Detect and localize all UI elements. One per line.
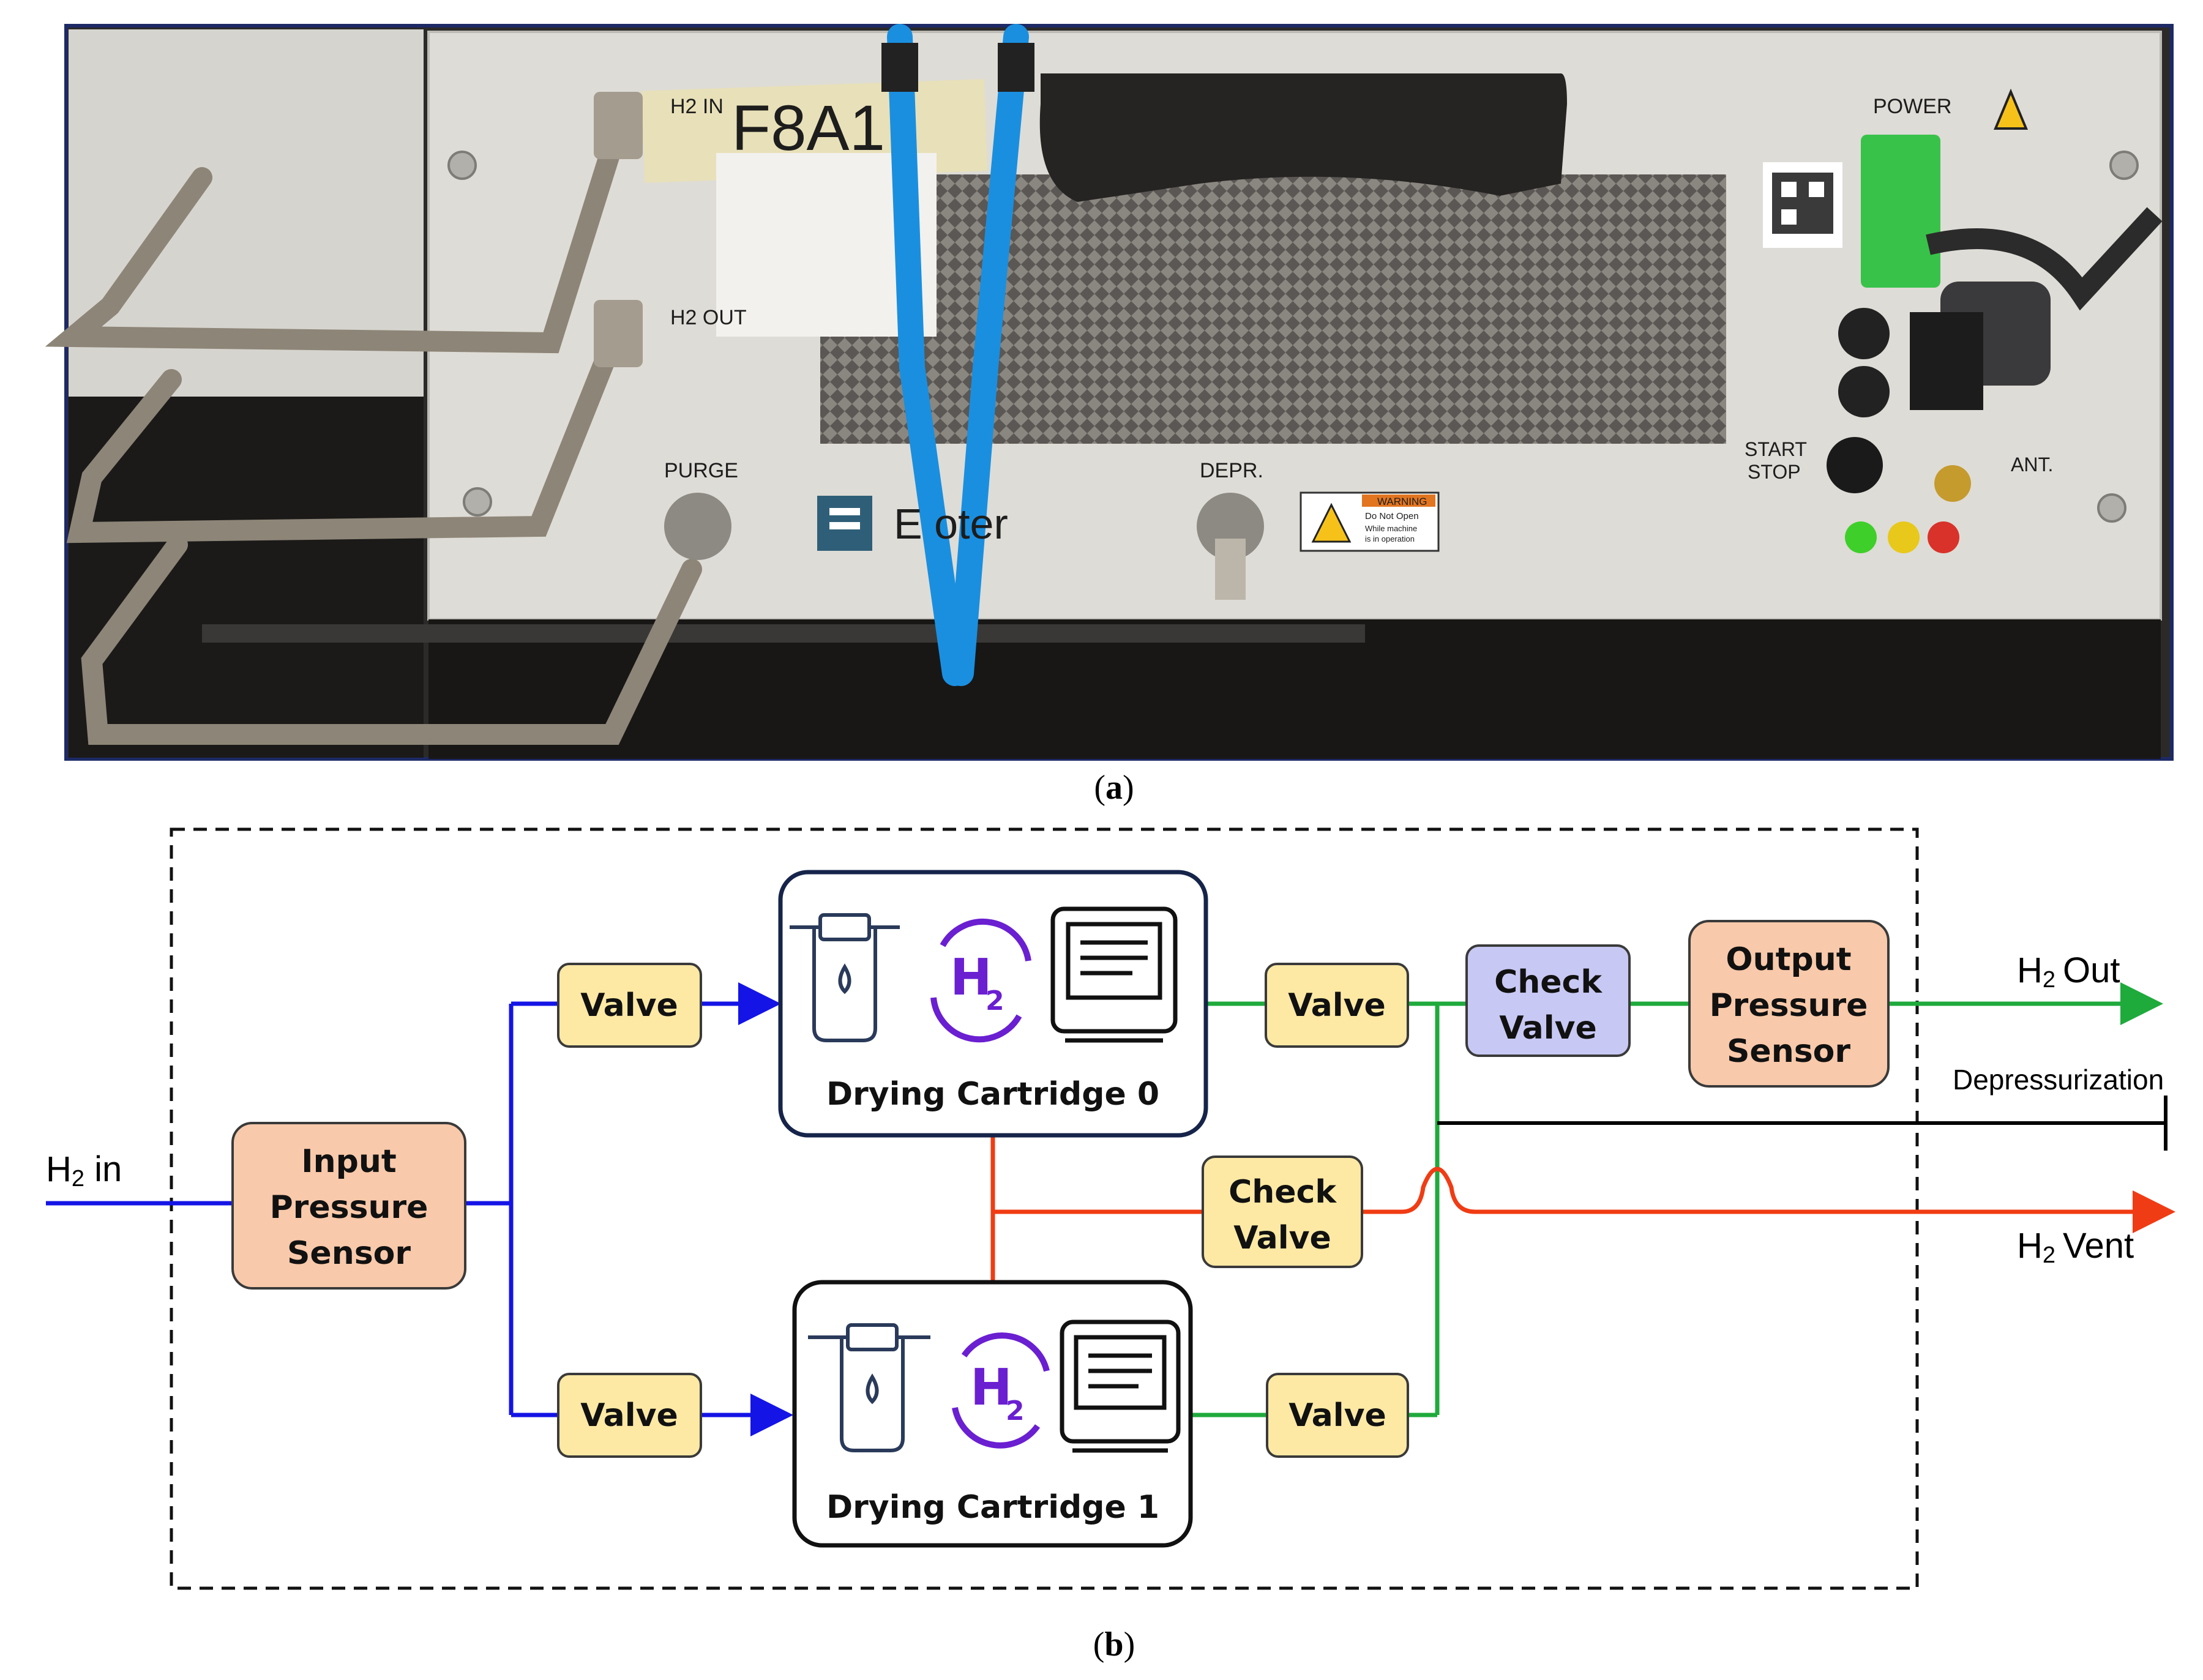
panel-handle: [1039, 73, 1567, 202]
start-label: START: [1745, 438, 1807, 460]
caption-b: (b): [1093, 1626, 1135, 1663]
svg-text:Check: Check: [1494, 964, 1603, 1001]
svg-text:Valve: Valve: [1288, 987, 1385, 1024]
valve-inlet-top: Valve: [557, 963, 702, 1048]
dryer-device-icon: [1050, 906, 1178, 1043]
screw: [463, 487, 492, 517]
purge-port: [664, 493, 731, 560]
h2-in-label: H2 in: [46, 1149, 122, 1192]
blue-tubing: [887, 24, 1029, 686]
power-connector: [1861, 135, 1940, 288]
drying-cartridge-0: H 2 Drying Cartridge 0: [778, 870, 1208, 1138]
ant-label: ANT.: [2011, 454, 2053, 476]
hazard-icon: [1994, 88, 2028, 130]
inlet-lines: [46, 982, 793, 1436]
svg-text:H: H: [970, 1359, 1012, 1417]
valve-inlet-bottom: Valve: [557, 1373, 702, 1458]
svg-text:is in operation: is in operation: [1365, 534, 1415, 543]
drying-cartridge-1: H 2 Drying Cartridge 1: [792, 1280, 1193, 1548]
power-switch: [1910, 312, 1983, 410]
tape-label: F8A1: [731, 92, 885, 164]
warning-sticker: WARNING Do Not Open While machine is in …: [1300, 491, 1440, 552]
svg-text:E oter: E oter: [894, 500, 1008, 548]
depressurization-label: Depressurization: [1953, 1064, 2164, 1096]
svg-text:Sensor: Sensor: [1727, 1033, 1850, 1070]
fuse-holder-1: [1838, 308, 1890, 359]
h2-out-label: H2 OUT: [670, 306, 747, 329]
svg-text:2: 2: [986, 985, 1004, 1017]
start-stop-button: [1827, 437, 1883, 493]
svg-text:Valve: Valve: [580, 1397, 678, 1434]
equipment-photo: F8A1 H2 IN H2 OUT PURGE DEPR. E oter WAR…: [45, 24, 2174, 761]
fuse-holder-2: [1838, 366, 1890, 417]
svg-text:Drying Cartridge 1: Drying Cartridge 1: [826, 1489, 1159, 1526]
svg-text:H2 in: H2 in: [46, 1149, 122, 1192]
brand-logo: E oter: [817, 496, 1008, 551]
antenna-connector: [1934, 465, 1971, 502]
depressurization-line: [1437, 1096, 2167, 1151]
vent-lines: [990, 1135, 2175, 1282]
input-pressure-sensor: Input Pressure Sensor: [231, 1122, 466, 1290]
outlet-lines: [1191, 982, 2163, 1417]
valve-outlet-bottom: Valve: [1266, 1373, 1409, 1458]
system-boundary: [170, 827, 1919, 1590]
h2-cycle-icon: H 2: [952, 1332, 1050, 1449]
svg-text:Pressure: Pressure: [1710, 987, 1868, 1024]
output-pressure-sensor: Output Pressure Sensor: [1688, 920, 1890, 1088]
led-yellow: [1888, 521, 1920, 553]
dryer-device-icon: [1060, 1320, 1181, 1453]
led-red: [1928, 521, 1959, 553]
svg-text:Drying Cartridge 0: Drying Cartridge 0: [826, 1076, 1159, 1113]
check-valve-outlet: Check Valve: [1465, 944, 1631, 1057]
h2-cycle-icon: H 2: [930, 918, 1031, 1043]
screw: [2097, 493, 2126, 523]
purge-label: PURGE: [664, 459, 738, 482]
stop-label: STOP: [1748, 461, 1801, 483]
qr-code: [1763, 162, 1842, 248]
power-label: POWER: [1873, 95, 1951, 118]
svg-text:H: H: [950, 949, 992, 1007]
svg-text:Check: Check: [1229, 1174, 1337, 1211]
filter-icon: [808, 1323, 930, 1452]
depr-port: [1197, 493, 1264, 560]
screw: [447, 151, 477, 180]
caption-a: (a): [1094, 769, 1134, 807]
svg-text:Pressure: Pressure: [270, 1189, 428, 1226]
svg-text:Valve: Valve: [580, 987, 678, 1024]
svg-text:Valve: Valve: [1289, 1397, 1386, 1434]
svg-text:Valve: Valve: [1233, 1220, 1331, 1256]
svg-text:Sensor: Sensor: [287, 1235, 411, 1272]
h2-in-label: H2 IN: [670, 95, 724, 118]
svg-text:Output: Output: [1726, 941, 1851, 978]
svg-text:Valve: Valve: [1499, 1010, 1596, 1047]
filter-icon: [790, 913, 900, 1042]
svg-text:While machine: While machine: [1365, 524, 1417, 533]
screw: [2109, 151, 2139, 180]
svg-text:Input: Input: [301, 1143, 396, 1180]
steel-tubing: [45, 136, 702, 745]
svg-text:WARNING: WARNING: [1377, 496, 1427, 507]
svg-text:2: 2: [1006, 1395, 1025, 1427]
svg-text:Do Not Open: Do Not Open: [1365, 511, 1419, 521]
valve-outlet-top: Valve: [1265, 963, 1409, 1048]
led-green: [1845, 521, 1877, 553]
check-valve-vent: Check Valve: [1202, 1155, 1363, 1268]
depr-label: DEPR.: [1200, 459, 1263, 482]
